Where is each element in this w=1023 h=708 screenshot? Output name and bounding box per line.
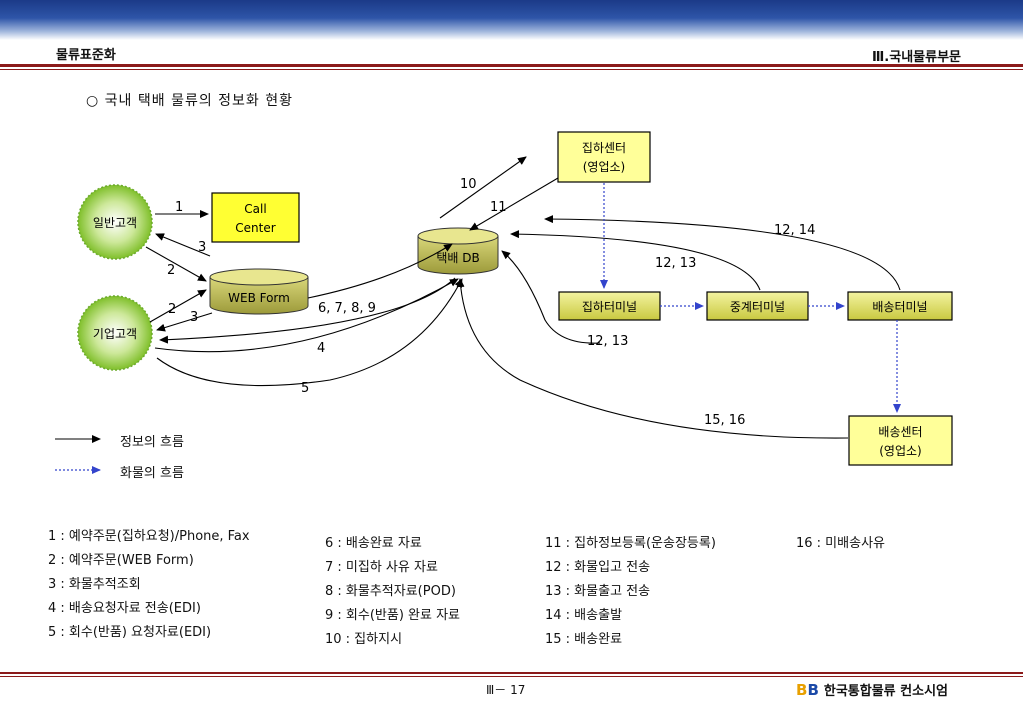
page-title: ○ 국내 택배 물류의 정보화 현황 bbox=[86, 93, 294, 109]
bb-logo-icon: BB bbox=[796, 680, 819, 699]
definition-item: 15 : 배송완료 bbox=[545, 632, 623, 647]
arrow-2a bbox=[145, 246, 207, 282]
header-rule bbox=[0, 64, 1023, 67]
call-center-label-1: Call bbox=[244, 202, 266, 216]
definition-item: 10 : 집하지시 bbox=[325, 632, 403, 647]
consortium-name: 한국통합물류 컨소시엄 bbox=[823, 684, 949, 699]
arrow-10 bbox=[439, 156, 527, 219]
edge-label-12-13a: 12, 13 bbox=[655, 256, 696, 271]
call-center-node: Call Center bbox=[211, 192, 300, 243]
arrow-3a bbox=[155, 233, 211, 257]
pickup-center-label-1: 집하센터 bbox=[582, 141, 626, 155]
definition-item: 14 : 배송출발 bbox=[545, 608, 623, 623]
definitions-column-1: 1 : 예약주문(집하요청)/Phone, Fax 2 : 예약주문(WEB F… bbox=[48, 525, 250, 645]
arrow-15-16 bbox=[456, 278, 849, 439]
definition-item: 16 : 미배송사유 bbox=[796, 536, 885, 551]
call-center-label-2: Center bbox=[235, 221, 275, 235]
definition-item: 6 : 배송완료 자료 bbox=[325, 536, 422, 551]
relay-terminal-node: 중계터미널 bbox=[706, 291, 809, 321]
edge-label-6-9: 6, 7, 8, 9 bbox=[318, 301, 376, 316]
page-number: Ⅲ－ 17 bbox=[486, 683, 526, 697]
general-customer-label: 일반고객 bbox=[93, 216, 137, 230]
arrow-2b bbox=[149, 289, 207, 323]
edge-label-10: 10 bbox=[460, 177, 477, 192]
edge-label-2a: 2 bbox=[167, 263, 175, 278]
header-left-title: 물류표준화 bbox=[56, 48, 116, 63]
edge-label-2b: 2 bbox=[168, 302, 176, 317]
edge-label-5: 5 bbox=[301, 381, 309, 396]
edge-label-15-16: 15, 16 bbox=[704, 413, 745, 428]
corporate-customer-label: 기업고객 bbox=[93, 327, 137, 341]
header-rule-thin bbox=[0, 69, 1023, 70]
pickup-center-node: 집하센터 (영업소) bbox=[557, 131, 651, 183]
delivery-terminal-node: 배송터미널 bbox=[847, 291, 953, 321]
arrow-3b bbox=[156, 312, 213, 332]
definition-item: 7 : 미집하 사유 자료 bbox=[325, 560, 438, 575]
edge-label-3a: 3 bbox=[198, 240, 206, 255]
definition-item: 3 : 화물추적조회 bbox=[48, 577, 141, 592]
delivery-center-label-2: (영업소) bbox=[879, 444, 921, 458]
edge-label-11: 11 bbox=[490, 200, 507, 215]
footer-rule-thin bbox=[0, 676, 1023, 677]
edge-label-1: 1 bbox=[175, 200, 183, 215]
arrow-12-13b bbox=[501, 250, 601, 344]
arrow-5 bbox=[156, 278, 463, 387]
definition-item: 5 : 회수(반품) 요청자료(EDI) bbox=[48, 625, 212, 640]
delivery-terminal-label: 배송터미널 bbox=[872, 300, 927, 314]
header-gradient-bar bbox=[0, 0, 1023, 40]
edge-label-12-14: 12, 14 bbox=[774, 223, 815, 238]
web-form-label: WEB Form bbox=[228, 291, 290, 305]
pickup-terminal-node: 집하터미널 bbox=[558, 291, 661, 321]
arrow-db-webform bbox=[307, 243, 453, 299]
arrow-11 bbox=[469, 177, 559, 231]
arrow-6-9 bbox=[159, 277, 456, 344]
corporate-customer-node: 기업고객 bbox=[77, 295, 153, 371]
definitions-column-3: 11 : 집하정보등록(운송장등록) 12 : 화물입고 전송 13 : 화물출… bbox=[545, 532, 716, 652]
pickup-terminal-label: 집하터미널 bbox=[582, 300, 637, 314]
pickup-center-label-2: (영업소) bbox=[583, 160, 625, 174]
definition-item: 9 : 회수(반품) 완료 자료 bbox=[325, 608, 461, 623]
edge-label-12-13b: 12, 13 bbox=[587, 334, 628, 349]
delivery-center-node: 배송센터 (영업소) bbox=[848, 415, 953, 466]
legend-goods-label: 화물의 흐름 bbox=[120, 466, 184, 481]
general-customer-node: 일반고객 bbox=[77, 184, 153, 260]
definition-item: 13 : 화물출고 전송 bbox=[545, 584, 651, 599]
definition-item: 2 : 예약주문(WEB Form) bbox=[48, 553, 194, 568]
parcel-db-node: 택배 DB bbox=[417, 227, 499, 275]
header-right-section: Ⅲ.국내물류부문 bbox=[872, 50, 961, 65]
legend-info-label: 정보의 흐름 bbox=[120, 435, 184, 450]
consortium-logo: BB 한국통합물류 컨소시엄 bbox=[796, 680, 949, 700]
footer-rule bbox=[0, 672, 1023, 674]
definition-item: 11 : 집하정보등록(운송장등록) bbox=[545, 536, 716, 551]
arrow-12-14 bbox=[544, 215, 901, 291]
arrow-12-13a bbox=[510, 230, 761, 291]
edge-label-4: 4 bbox=[317, 341, 325, 356]
definitions-column-4: 16 : 미배송사유 bbox=[796, 532, 885, 556]
arrow-4 bbox=[154, 278, 459, 353]
web-form-node: WEB Form bbox=[209, 268, 309, 315]
definitions-column-2: 6 : 배송완료 자료 7 : 미집하 사유 자료 8 : 화물추적자료(POD… bbox=[325, 532, 460, 652]
definition-item: 4 : 배송요청자료 전송(EDI) bbox=[48, 601, 201, 616]
definition-item: 8 : 화물추적자료(POD) bbox=[325, 584, 456, 599]
definition-item: 1 : 예약주문(집하요청)/Phone, Fax bbox=[48, 529, 250, 544]
edge-label-3b: 3 bbox=[190, 310, 198, 325]
relay-terminal-label: 중계터미널 bbox=[730, 300, 785, 314]
definition-item: 12 : 화물입고 전송 bbox=[545, 560, 651, 575]
delivery-center-label-1: 배송센터 bbox=[878, 425, 922, 439]
parcel-db-label: 택배 DB bbox=[436, 251, 479, 265]
